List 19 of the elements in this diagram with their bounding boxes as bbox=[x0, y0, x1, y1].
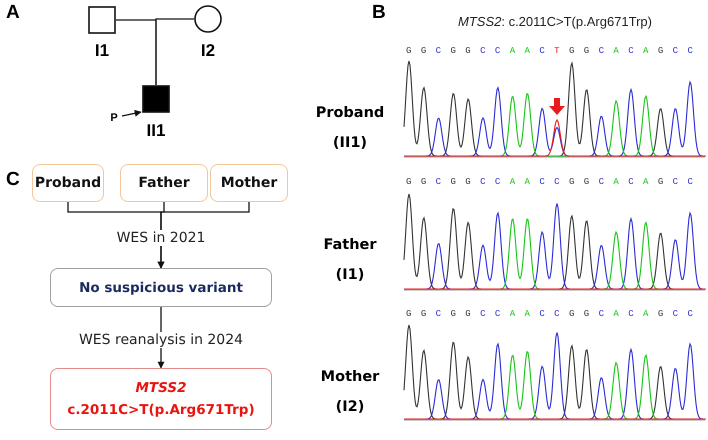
individual-id: I2 bbox=[200, 41, 216, 61]
flow-arrow bbox=[158, 202, 250, 269]
person-box: Father bbox=[120, 164, 208, 202]
result-box: No suspicious variant bbox=[50, 268, 272, 307]
individual-id: II1 bbox=[146, 121, 166, 141]
proband-label: P bbox=[108, 110, 120, 126]
person-box: Mother bbox=[210, 164, 288, 202]
panel-letter: A bbox=[6, 2, 20, 24]
sample-label: Father (I1) bbox=[322, 236, 378, 285]
descent-line bbox=[155, 18, 194, 85]
sample-label: Mother (I2) bbox=[320, 368, 380, 417]
leader-arrow bbox=[122, 110, 142, 117]
individual-id: I1 bbox=[94, 41, 110, 61]
person-box: Proband bbox=[32, 164, 104, 202]
panel-letter: B bbox=[372, 2, 386, 24]
plot-title: MTSS2: c.2011C>T(p.Arg671Trp) bbox=[458, 14, 652, 29]
panel-letter: C bbox=[6, 169, 20, 191]
variant-box: MTSS2 c.2011C>T(p.Arg671Trp) bbox=[50, 368, 272, 430]
sample-label: Proband (II1) bbox=[314, 104, 386, 153]
